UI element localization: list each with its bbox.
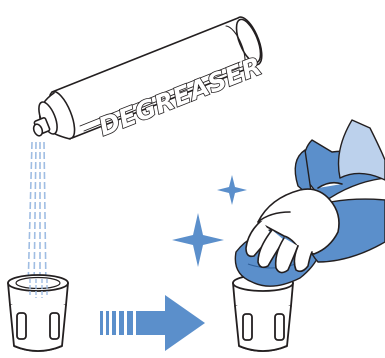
sparkle-icon	[172, 213, 224, 267]
cup-being-sprayed	[8, 275, 68, 351]
cup-being-wiped	[233, 275, 293, 351]
arrow-right-icon	[100, 295, 205, 351]
sparkle-small-icon	[217, 175, 247, 205]
spray-stream	[28, 142, 46, 290]
